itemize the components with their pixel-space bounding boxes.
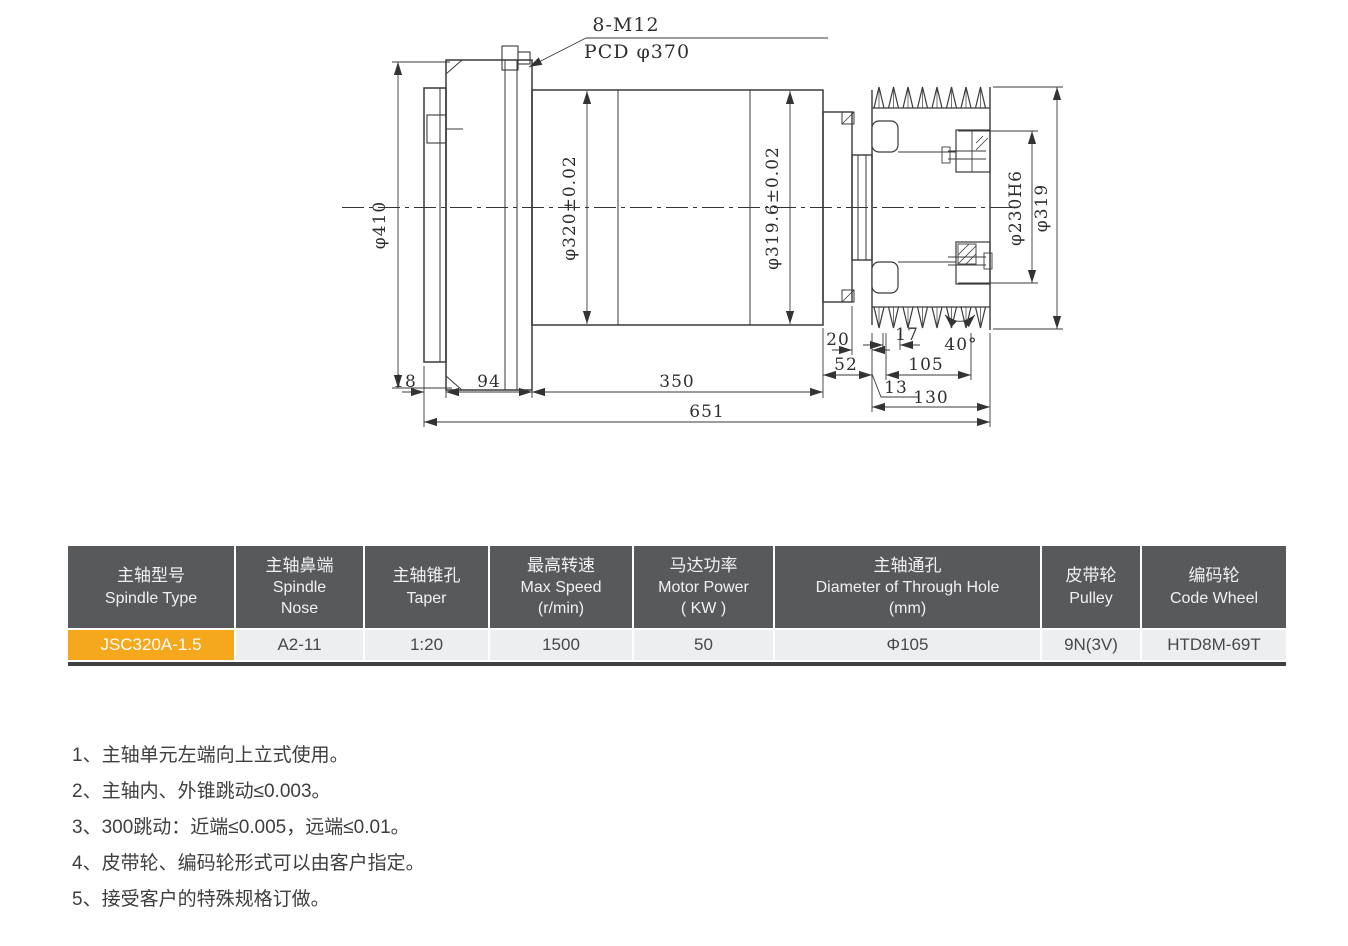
- dim-105: 105: [908, 355, 943, 375]
- header-pulley: 皮带轮 Pulley: [1042, 546, 1142, 628]
- dim-94: 94: [477, 372, 501, 392]
- cell-through-hole: Φ105: [775, 630, 1042, 660]
- note-line: 5、接受客户的特殊规格订做。: [72, 889, 330, 910]
- dim-651: 651: [689, 402, 724, 422]
- flange-outline: [423, 45, 533, 391]
- dim-130: 130: [913, 388, 948, 408]
- dim-dia319: φ319: [1032, 184, 1052, 232]
- dim-dia230h6: φ230H6: [1006, 170, 1026, 246]
- header-taper: 主轴锥孔 Taper: [365, 546, 490, 628]
- pulley-lock-rings: [941, 129, 993, 285]
- header-motor-power: 马达功率 Motor Power ( KW ): [634, 546, 775, 628]
- cell-spindle-type: JSC320A-1.5: [68, 630, 236, 660]
- header-max-speed: 最高转速 Max Speed (r/min): [490, 546, 634, 628]
- dim-dia319-6: φ319.6±0.02: [763, 146, 783, 270]
- note-line: 3、300跳动：近端≤0.005，远端≤0.01。: [72, 817, 410, 838]
- dim-17: 17: [895, 325, 919, 345]
- note-line: 2、主轴内、外锥跳动≤0.003。: [72, 781, 331, 802]
- pulley-outline: [871, 86, 991, 330]
- dimension-lines: [393, 37, 1062, 427]
- cell-taper: 1:20: [365, 630, 490, 660]
- dim-18: 18: [393, 372, 417, 392]
- note-line: 4、皮带轮、编码轮形式可以由客户指定。: [72, 853, 425, 874]
- note-line: 1、主轴单元左端向上立式使用。: [72, 745, 349, 766]
- header-spindle-nose: 主轴鼻端 Spindle Nose: [236, 546, 365, 628]
- spec-table: 主轴型号 Spindle Type 主轴鼻端 Spindle Nose 主轴锥孔…: [68, 546, 1286, 666]
- dim-13: 13: [884, 378, 908, 398]
- spindle-technical-drawing: 8-M12 PCD φ370 φ410 φ320±0.02 φ319.6±0.0…: [342, 14, 1063, 427]
- cell-pulley: 9N(3V): [1042, 630, 1142, 660]
- dim-dia320: φ320±0.02: [560, 155, 580, 260]
- cell-spindle-nose: A2-11: [236, 630, 365, 660]
- dim-angle-40: 40°: [944, 335, 977, 355]
- header-through-hole: 主轴通孔 Diameter of Through Hole (mm): [775, 546, 1042, 628]
- dim-dia410: φ410: [370, 201, 390, 249]
- rear-cover: [822, 111, 873, 303]
- cell-code-wheel: HTD8M-69T: [1142, 630, 1286, 660]
- cell-max-speed: 1500: [490, 630, 634, 660]
- dim-52: 52: [834, 355, 858, 375]
- spec-table-row: JSC320A-1.5 A2-11 1:20 1500 50 Φ105 9N(3…: [68, 630, 1286, 660]
- dim-20: 20: [826, 330, 850, 350]
- header-spindle-type: 主轴型号 Spindle Type: [68, 546, 236, 628]
- spec-table-header: 主轴型号 Spindle Type 主轴鼻端 Spindle Nose 主轴锥孔…: [68, 546, 1286, 628]
- table-bottom-border: [68, 662, 1286, 666]
- callout-thread-label: 8-M12: [592, 14, 659, 36]
- notes-list: 1、主轴单元左端向上立式使用。 2、主轴内、外锥跳动≤0.003。 3、300跳…: [72, 738, 425, 918]
- header-code-wheel: 编码轮 Code Wheel: [1142, 546, 1286, 628]
- callout-pcd-label: PCD φ370: [584, 41, 690, 63]
- cell-motor-power: 50: [634, 630, 775, 660]
- dim-350: 350: [659, 372, 694, 392]
